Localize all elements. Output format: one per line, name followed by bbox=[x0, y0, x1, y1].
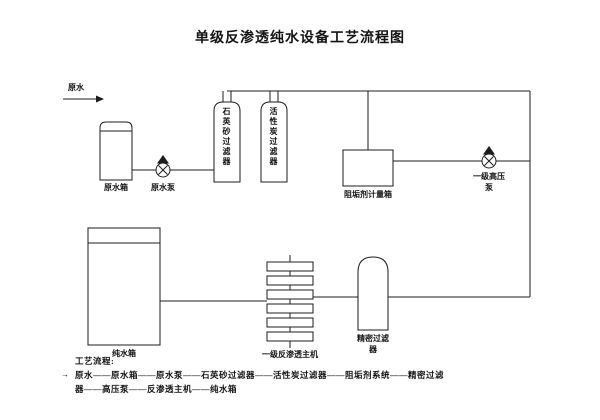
quartz-sand-filter-shape bbox=[213, 91, 241, 183]
ro-main-unit-label: 一级反渗透主机 bbox=[262, 350, 318, 359]
flow-start-arrow-icon: → bbox=[61, 370, 69, 379]
process-flow-line1: 原水——原水箱——原水泵——石英砂过滤器——活性炭过滤器——阻垢剂系统——精密过… bbox=[75, 370, 445, 380]
process-flow-heading: 工艺流程: bbox=[75, 356, 115, 366]
activated-carbon-filter-shape bbox=[260, 91, 288, 183]
pure-water-tank-shape bbox=[87, 227, 161, 346]
raw-water-label: 原水 bbox=[68, 83, 84, 92]
high-pressure-pump-icon bbox=[481, 146, 497, 169]
high-pressure-pump-label-line1: 一级高压 bbox=[473, 172, 505, 181]
antiscalant-dosing-tank-label: 阻垢剂计量箱 bbox=[344, 190, 392, 199]
activated-carbon-filter-label: 活性炭过滤器 bbox=[269, 107, 278, 167]
raw-water-inlet-arrow-icon bbox=[63, 95, 104, 103]
raw-water-pump-label: 原水泵 bbox=[151, 183, 175, 192]
raw-water-tank-label: 原水箱 bbox=[104, 183, 128, 192]
precision-filter-label-line1: 精密过滤 bbox=[357, 334, 389, 343]
antiscalant-dosing-tank-shape bbox=[342, 149, 394, 187]
precision-filter-label-line2: 器 bbox=[369, 345, 377, 354]
ro-main-unit-shape bbox=[266, 255, 314, 348]
raw-water-tank-shape bbox=[99, 121, 133, 181]
diagram-title: 单级反渗透纯水设备工艺流程图 bbox=[195, 31, 405, 46]
pure-water-tank-label: 纯水箱 bbox=[112, 349, 136, 358]
process-flow-line2: 器——高压泵——反渗透主机——纯水箱 bbox=[75, 384, 238, 394]
precision-filter-shape bbox=[357, 256, 389, 331]
quartz-sand-filter-label: 石英砂过滤器 bbox=[222, 107, 231, 167]
high-pressure-pump-label-line2: 泵 bbox=[485, 183, 493, 192]
raw-water-pump-icon bbox=[155, 155, 171, 178]
